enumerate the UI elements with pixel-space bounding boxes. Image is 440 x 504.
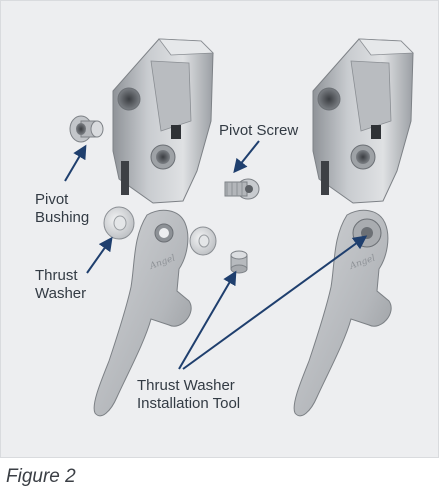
installation-tool: [230, 250, 248, 274]
thrust-washer-left: [103, 206, 135, 240]
callout-installation-tool: Thrust Washer Installation Tool: [137, 377, 241, 412]
figure-panel: Angel Angel Pivot Screw Pivot Bushing Th…: [0, 0, 439, 458]
arrow-pivot-screw: [233, 140, 260, 174]
arrow-pivot-bushing: [64, 144, 87, 182]
callout-pivot-bushing: Pivot Bushing: [35, 191, 90, 226]
exploded-assembly-illustration: Angel Angel: [64, 38, 414, 417]
pivot-bushing: [69, 115, 104, 143]
figure-caption: Figure 2: [6, 466, 76, 487]
arrow-thrust-washer: [86, 236, 113, 274]
arrow-install-tool-right: [182, 235, 368, 370]
callout-pivot-screw: Pivot Screw: [219, 122, 299, 139]
arrow-install-tool-left: [178, 270, 237, 370]
right-lever: Angel: [293, 209, 392, 417]
right-housing: [312, 38, 414, 204]
left-housing: [112, 38, 214, 204]
thrust-washer-right: [189, 226, 217, 256]
callout-thrust-washer: Thrust Washer: [35, 267, 87, 302]
left-lever: Angel: [93, 209, 192, 417]
callout-arrows: [64, 140, 368, 370]
pivot-screw: [224, 178, 260, 200]
